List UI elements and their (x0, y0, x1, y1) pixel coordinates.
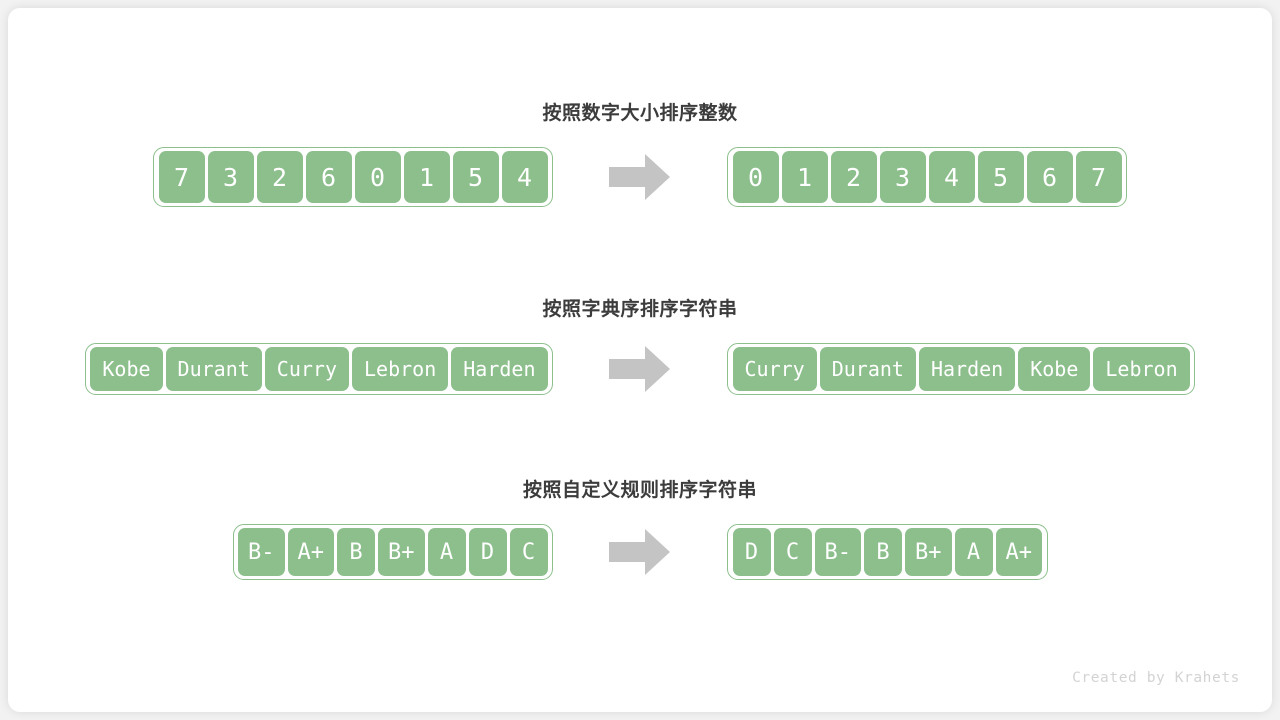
array-cell: Curry (732, 347, 817, 391)
array-cell: Harden (918, 347, 1016, 391)
array-cell: D (468, 528, 507, 576)
input-array: Kobe Durant Curry Lebron Harden (84, 343, 553, 395)
input-array: B- A+ B B+ A D C (232, 524, 553, 580)
array-cell: Kobe (1018, 347, 1091, 391)
array-cell: A+ (995, 528, 1042, 576)
array-cell: 7 (1075, 151, 1122, 203)
section-sort-strings-custom-rule: 按照自定义规则排序字符串 B- A+ B B+ A D C D (8, 477, 1272, 580)
credit-text: Created by Krahets (1072, 670, 1240, 686)
array-cell: D (732, 528, 771, 576)
array-cell: B- (238, 528, 285, 576)
array-cell: B (864, 528, 902, 576)
array-cell: Curry (264, 347, 349, 391)
content-card: 按照数字大小排序整数 7 3 2 6 0 1 5 4 (8, 8, 1272, 712)
right-arrow-icon (609, 345, 671, 393)
array-cell: 6 (305, 151, 352, 203)
array-cell: B+ (378, 528, 425, 576)
array-cell: 5 (452, 151, 499, 203)
array-cell: 3 (207, 151, 254, 203)
array-cell: A (954, 528, 993, 576)
array-cell: 1 (403, 151, 450, 203)
array-cell: Kobe (90, 347, 163, 391)
array-cell: C (509, 528, 548, 576)
section-sort-integers: 按照数字大小排序整数 7 3 2 6 0 1 5 4 (8, 100, 1272, 207)
array-cell: C (773, 528, 812, 576)
array-cell: 6 (1026, 151, 1073, 203)
section-title: 按照数字大小排序整数 (542, 103, 738, 124)
array-cell: Durant (165, 347, 262, 391)
array-cell: 0 (354, 151, 401, 203)
array-cell: A (427, 528, 466, 576)
array-cell: 3 (879, 151, 926, 203)
array-cell: Lebron (352, 347, 449, 391)
array-cell: Harden (451, 347, 548, 391)
array-cell: 2 (830, 151, 877, 203)
section-title: 按照自定义规则排序字符串 (522, 480, 757, 501)
array-cell: A+ (287, 528, 334, 576)
output-array: D C B- B B+ A A+ (727, 524, 1048, 580)
section-title: 按照字典序排序字符串 (542, 299, 738, 320)
section-sort-strings-lexicographic: 按照字典序排序字符串 Kobe Durant Curry Lebron Hard… (8, 296, 1272, 395)
output-array: 0 1 2 3 4 5 6 7 (727, 147, 1127, 207)
array-cell: 7 (158, 151, 205, 203)
array-cell: 4 (928, 151, 975, 203)
section-body: Kobe Durant Curry Lebron Harden Curry Du… (8, 343, 1272, 395)
array-cell: B- (814, 528, 861, 576)
input-array: 7 3 2 6 0 1 5 4 (153, 147, 553, 207)
array-cell: 5 (977, 151, 1024, 203)
right-arrow-icon (609, 153, 671, 201)
array-cell: B (337, 528, 375, 576)
output-array: Curry Durant Harden Kobe Lebron (727, 343, 1196, 395)
array-cell: B+ (905, 528, 952, 576)
array-cell: Lebron (1093, 347, 1190, 391)
array-cell: 2 (256, 151, 303, 203)
array-cell: 0 (732, 151, 779, 203)
array-cell: 1 (781, 151, 828, 203)
array-cell: 4 (501, 151, 548, 203)
section-body: 7 3 2 6 0 1 5 4 0 1 2 (8, 147, 1272, 207)
array-cell: Durant (819, 347, 916, 391)
right-arrow-icon (609, 528, 671, 576)
section-body: B- A+ B B+ A D C D C B- B (8, 524, 1272, 580)
